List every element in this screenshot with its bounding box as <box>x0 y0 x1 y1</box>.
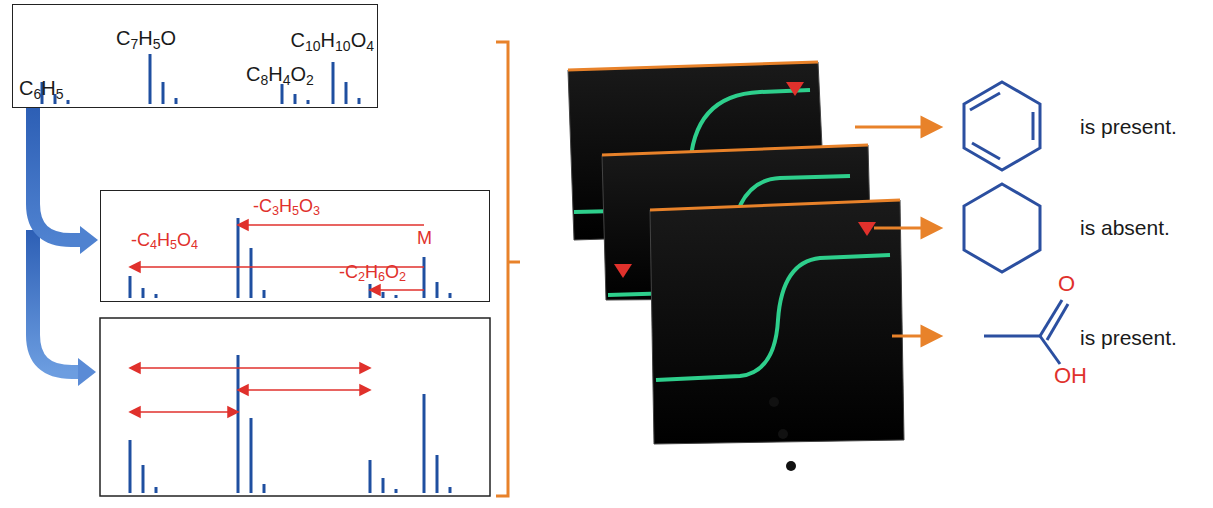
fragment-label: -C4H5O4 <box>131 231 198 251</box>
loss-arrows <box>130 220 424 295</box>
result-arrows <box>855 118 940 345</box>
bracket <box>496 42 520 496</box>
fragment-label: -C3H5O3 <box>253 197 320 217</box>
molecular-ion-label: M <box>417 229 432 249</box>
structure-icons <box>964 82 1068 364</box>
atom-label: OH <box>1054 364 1087 388</box>
spectrum-box: C6H5 C7H5O C8H4O2 C10H10O4 <box>12 4 378 108</box>
flow-arrow <box>33 230 96 386</box>
flow-arrow <box>33 108 98 254</box>
spectrum-peaks <box>130 355 450 493</box>
difference-arrows <box>130 363 370 417</box>
result-text: is present. <box>1080 326 1177 349</box>
result-text: is present. <box>1080 115 1177 138</box>
fragment-label: C8H4O2 <box>246 63 314 85</box>
spectrum-peaks <box>42 54 359 104</box>
spectrum-box <box>100 318 490 496</box>
result-text: is absent. <box>1080 216 1170 239</box>
fragment-label: -C2H6O2 <box>339 263 406 283</box>
fragment-label: C6H5 <box>19 77 64 99</box>
atom-label: O <box>1058 272 1075 296</box>
monitor-screens <box>568 62 904 471</box>
fragment-label: C10H10O4 <box>291 29 374 51</box>
fragment-label: C7H5O <box>116 27 176 49</box>
spectrum-box: -C3H5O3 -C4H5O4 -C2H6O2 M <box>100 190 490 302</box>
spectrum-peaks <box>130 218 450 298</box>
